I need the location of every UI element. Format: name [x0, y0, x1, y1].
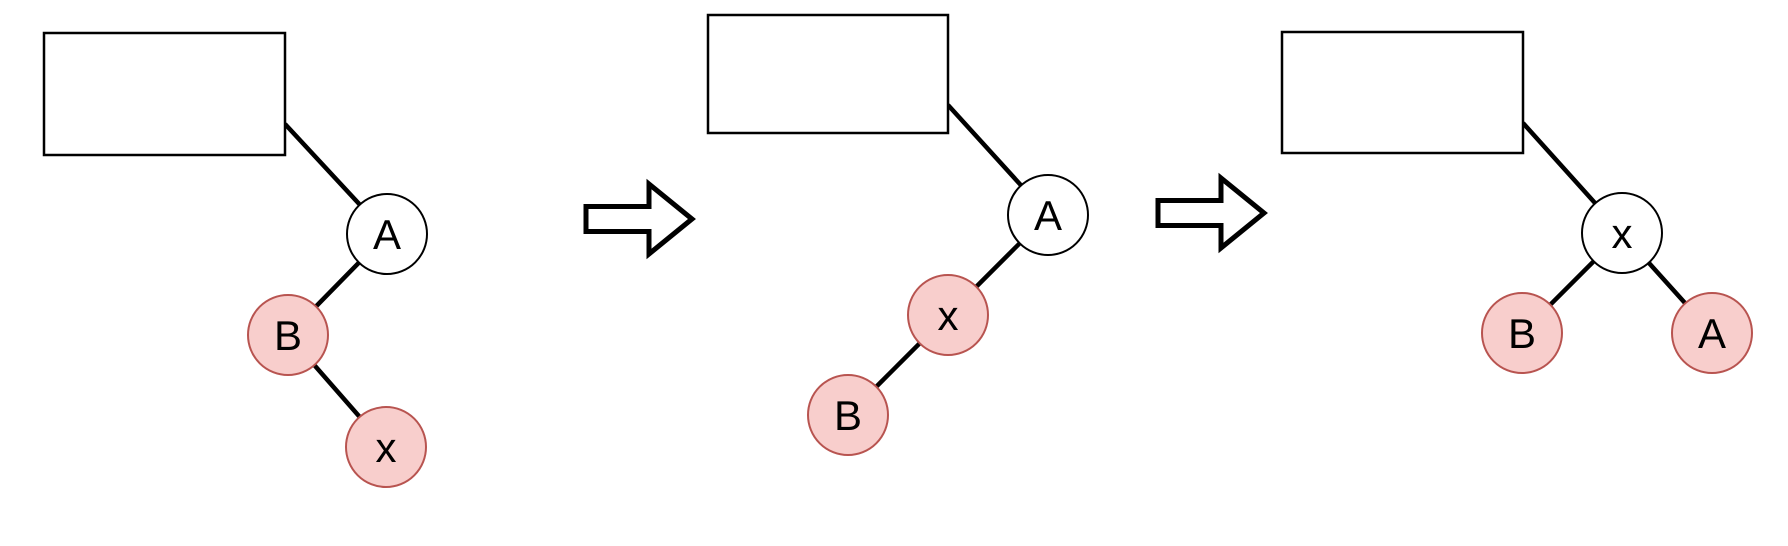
node-x-label: x	[938, 292, 959, 339]
subtree-placeholder-box	[706, 13, 950, 135]
node-b-label: B	[834, 392, 862, 439]
node-b-circle	[807, 374, 889, 456]
node-b-label: B	[274, 312, 302, 359]
tree-panel-3: x B A	[1280, 30, 1753, 374]
node-x-circle	[1581, 192, 1663, 274]
tree-panel-1: A B x	[42, 31, 428, 488]
subtree-placeholder-box	[1280, 30, 1525, 155]
node-a-label: A	[373, 211, 401, 258]
subtree-placeholder-box	[42, 31, 287, 157]
node-x-circle	[345, 406, 427, 488]
node-a-label: A	[1034, 192, 1062, 239]
node-b-circle	[1481, 292, 1563, 374]
node-x-circle	[907, 274, 989, 356]
node-a-label: A	[1698, 310, 1726, 357]
node-a-circle	[346, 193, 428, 275]
transform-right-arrow-icon	[1155, 172, 1268, 254]
node-b-circle	[247, 294, 329, 376]
node-x-label: x	[1612, 210, 1633, 257]
transform-right-arrow-icon	[583, 178, 696, 260]
node-a-circle	[1007, 174, 1089, 256]
node-x-label: x	[376, 424, 397, 471]
tree-panel-2: A x B	[706, 13, 1089, 456]
node-a-circle	[1671, 292, 1753, 374]
node-b-label: B	[1508, 310, 1536, 357]
